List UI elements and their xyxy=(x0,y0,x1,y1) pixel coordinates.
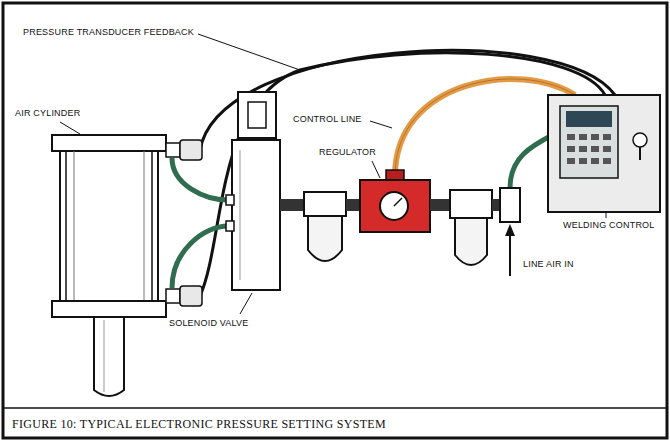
part-label: REGULATOR xyxy=(318,147,377,158)
leader-lines xyxy=(60,34,606,314)
part-label: AIR CYLINDER xyxy=(14,108,81,119)
part-label: WELDING CONTROL xyxy=(562,220,656,231)
feedback-cable xyxy=(200,53,605,296)
part-label: LINE AIR IN xyxy=(522,259,575,270)
pipe xyxy=(346,199,360,211)
part-label: CONTROL LINE xyxy=(292,114,363,125)
air-hose xyxy=(172,226,228,288)
pipe xyxy=(280,199,304,211)
air-cylinder xyxy=(52,135,166,396)
solenoid-valve xyxy=(226,92,280,290)
figure-caption: FIGURE 10: TYPICAL ELECTRONIC PRESSURE S… xyxy=(12,417,386,431)
part-label: PRESSURE TRANSDUCER FEEDBACK xyxy=(22,27,195,38)
pipe xyxy=(430,199,450,211)
tee-fitting xyxy=(500,188,520,222)
part-label: SOLENOID VALVE xyxy=(168,318,250,329)
air-filter xyxy=(450,190,492,265)
pipe xyxy=(492,199,500,211)
air-filter xyxy=(304,192,346,261)
figure-frame xyxy=(3,3,667,438)
air-hose xyxy=(172,158,228,200)
air-inlet-arrow xyxy=(505,224,515,276)
pressure-regulator xyxy=(360,170,430,232)
caption-rule xyxy=(3,407,667,409)
welding-control-cabinet xyxy=(548,95,660,212)
